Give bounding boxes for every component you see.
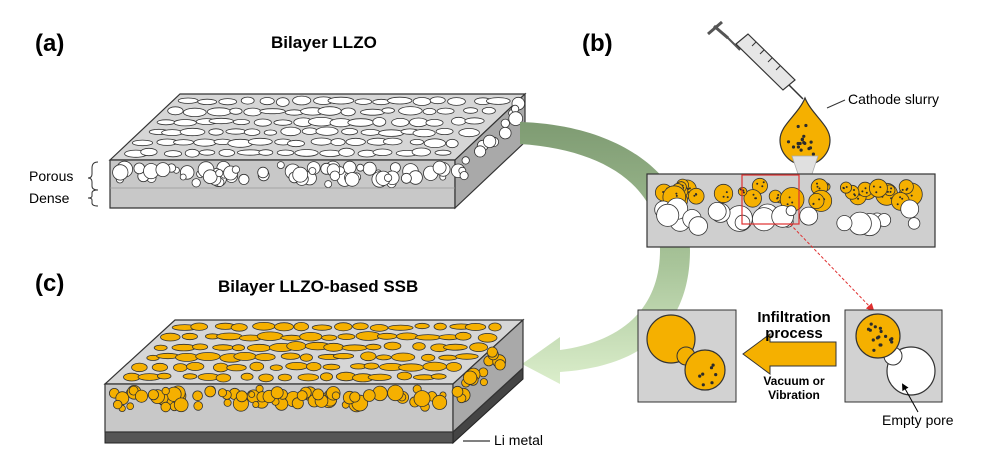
bilayer-llzo-slab [108,92,527,210]
slurry-stream [791,155,819,175]
filled-top-pores [123,321,502,383]
infiltrated-zoom-box [637,309,737,403]
porous-label: Porous [29,168,74,184]
slab-b-pores [654,177,923,237]
cathode-particles [786,123,816,160]
porous-layer-pores [112,160,451,189]
infiltrated-slab [646,173,936,248]
panel-c-label: (c) [35,270,65,297]
filled-porous-layer [109,384,448,413]
side-surface-pores [451,96,526,181]
li-metal-label: Li metal [494,432,544,448]
syringe-icon [707,20,804,100]
method-label-line2: Vibration [768,388,820,402]
panel-a-title: Bilayer LLZO [271,33,377,52]
infiltration-label-line2: process [765,325,823,342]
li-metal-front [104,431,454,444]
dense-brace [87,189,99,207]
panel-b-label: (b) [582,30,613,57]
slab-c-side [452,318,524,434]
bilayer-ssb-slab [103,318,525,445]
zoom-region-marker [741,174,800,225]
infiltration-arrow [742,333,837,375]
filled-side-pores [451,346,507,404]
cathode-slurry-drop [779,96,831,166]
top-surface-pores [124,95,511,158]
infiltration-label-line1: Infiltration [757,309,831,326]
dense-label: Dense [29,190,70,206]
empty-pore-label: Empty pore [882,412,954,428]
method-label-line1: Vacuum or [763,374,825,388]
cathode-slurry-label: Cathode slurry [848,91,940,107]
panel-c-title: Bilayer LLZO-based SSB [218,277,419,296]
porous-brace [87,161,99,191]
empty-pore-zoom-box [844,309,943,413]
panel-a-label: (a) [35,30,65,57]
